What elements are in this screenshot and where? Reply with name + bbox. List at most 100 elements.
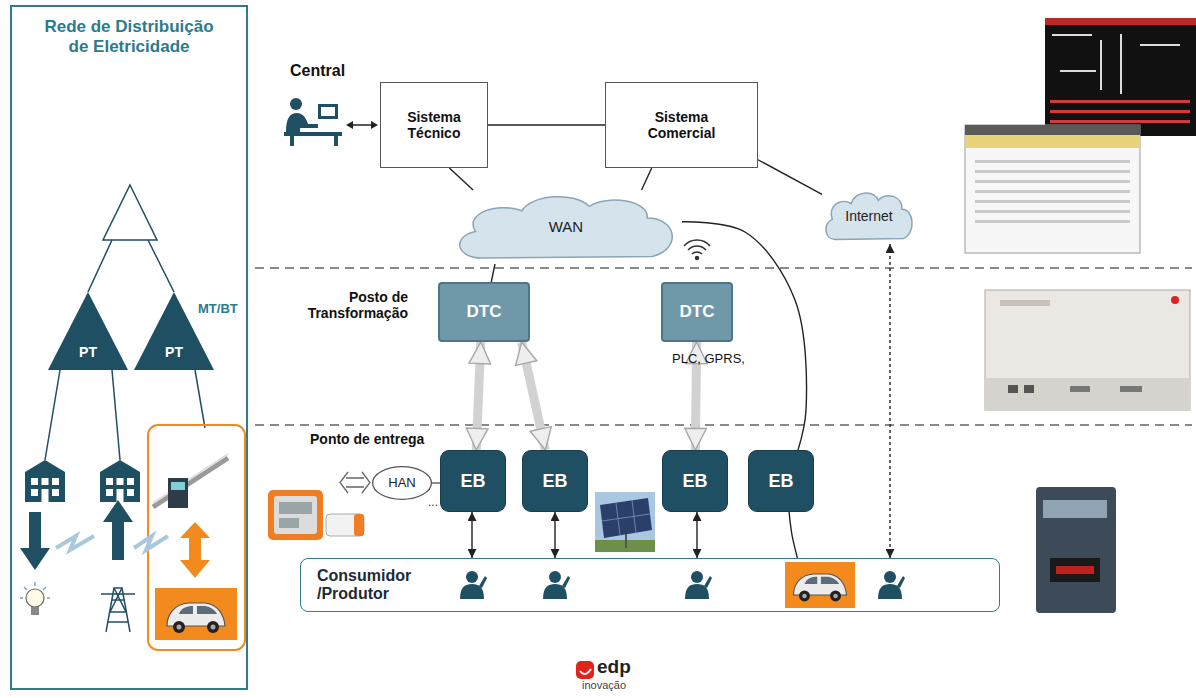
cloud-shape: [460, 197, 673, 258]
flow-arrow: [180, 522, 210, 578]
connector-line: [889, 244, 890, 558]
building-icon: [127, 478, 134, 485]
scada-screenshot: [1052, 34, 1180, 94]
solar-bar: [153, 454, 228, 503]
web-screenshot: [975, 200, 1130, 203]
car-picture: [167, 603, 225, 633]
scada-screenshot: [1050, 120, 1190, 123]
building-icon: [42, 478, 49, 485]
scada-screenshot: [1045, 18, 1196, 136]
logo-icon: [580, 669, 591, 674]
solar-bar: [168, 478, 188, 508]
section-label: Posto de Transformação: [296, 289, 408, 321]
home-display-picture: [326, 514, 364, 536]
operator-icon: [284, 98, 342, 146]
region-panel: Rede de Distribuição de EletricidadePT PT: [10, 5, 248, 690]
bulb-icon: [20, 582, 50, 615]
bulb-icon: [24, 587, 27, 590]
triangle-shape: [48, 292, 128, 370]
car-picture: [785, 562, 855, 608]
concentrator-photo: [1008, 385, 1018, 393]
concentrator-photo: [1171, 296, 1179, 304]
solar-bar: [171, 482, 185, 490]
node-text: Rede de Distribuição de Eletricidade: [34, 17, 224, 56]
protocol-label: PLC, GPRS,: [672, 352, 745, 367]
operator-arrow: [346, 121, 378, 129]
person-icon: [460, 571, 487, 599]
concentrator-photo: [1120, 386, 1142, 392]
building-icon: [106, 489, 113, 496]
node-text: PT: [165, 344, 183, 360]
grid-line: [148, 240, 174, 292]
meter-box: EB: [748, 450, 814, 512]
meter-photo: [1036, 487, 1116, 613]
operator-arrow: [346, 121, 378, 129]
meter-box: EB: [662, 450, 728, 512]
han-arrow: [346, 478, 364, 487]
grid-line: [112, 370, 120, 460]
scada-screenshot: [1045, 18, 1196, 136]
web-screenshot: [965, 125, 1140, 253]
tower-icon: [112, 599, 124, 601]
substation-triangle: [103, 185, 157, 240]
concentrator-photo: [985, 378, 1190, 410]
concentrator-photo: [1000, 300, 1050, 306]
solar-panel-picture: [602, 514, 650, 521]
ellipsis-label: ...: [428, 496, 438, 510]
solar-panel-picture: [625, 534, 627, 548]
transformer-triangle: PT: [48, 292, 128, 370]
concentrator-photo: [985, 290, 1190, 410]
separator-line: [255, 424, 1192, 426]
logo-subtext: inovação: [582, 679, 626, 692]
solar-bar: [153, 458, 228, 507]
scada-screenshot: [1052, 34, 1092, 36]
person-icon: [685, 571, 712, 599]
operator-icon: [321, 107, 335, 116]
operator-icon: [290, 136, 294, 146]
building-icon: [106, 478, 113, 485]
tower-icon: [110, 611, 126, 613]
node-text: EB: [542, 471, 567, 492]
home-display-picture: [279, 518, 299, 528]
web-screenshot: [965, 125, 1140, 135]
wireless-symbol: [684, 240, 710, 246]
person-icon: [543, 571, 570, 599]
person-icon: [878, 571, 905, 599]
meter-photo: [1056, 566, 1094, 574]
building-icon: [117, 489, 124, 502]
web-screenshot: [975, 220, 1130, 223]
node-text: Sistema Comercial: [632, 109, 732, 141]
lightning-symbol: [56, 536, 168, 550]
node-text: Consumidor /Produtor: [317, 567, 429, 604]
car-picture: [794, 574, 847, 601]
substation-triangle: [103, 185, 157, 240]
system-box: Sistema Comercial: [605, 82, 758, 168]
wireless-symbol: [684, 240, 710, 260]
connector-line: [789, 512, 797, 558]
han-ellipse: HAN: [372, 466, 432, 500]
link-arrow: [522, 342, 546, 450]
operator-icon: [290, 98, 302, 110]
scada-screenshot: [1120, 34, 1122, 94]
cloud-shape: [826, 193, 912, 239]
building-icon: [25, 460, 140, 502]
connector-line: [471, 512, 472, 558]
operator-icon: [286, 113, 318, 132]
web-screenshot: [975, 160, 1130, 223]
home-display-picture: [274, 496, 317, 534]
building-icon: [52, 478, 59, 485]
building-icon: [100, 460, 140, 502]
wireless-symbol: [696, 257, 699, 260]
section-label: Central: [290, 62, 345, 80]
operator-icon: [334, 136, 338, 146]
home-display-picture: [279, 502, 312, 514]
solar-panel-picture: [595, 492, 655, 552]
wireless-symbol: [692, 252, 702, 254]
concentrator-box: DTC: [661, 282, 733, 342]
operator-icon: [284, 132, 342, 136]
lightning-symbol: [56, 536, 94, 550]
connector-line: [554, 512, 555, 558]
concentrator-box: DTC: [438, 282, 530, 342]
connector-line: [758, 160, 822, 195]
